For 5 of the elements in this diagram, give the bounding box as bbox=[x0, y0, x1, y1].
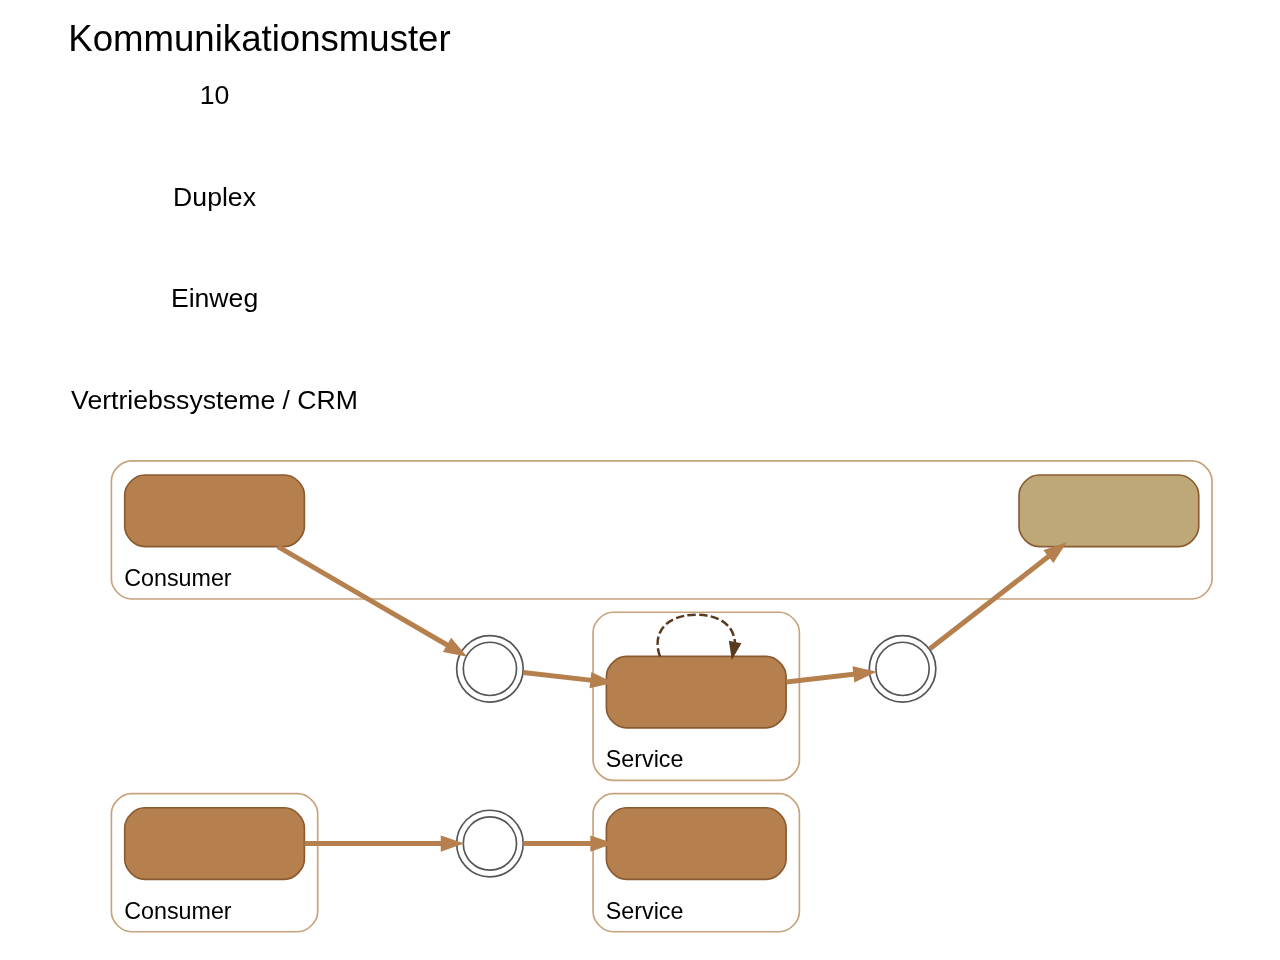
diagram-title: Kommunikationsmuster bbox=[67, 17, 451, 59]
label: 10 bbox=[199, 80, 229, 111]
label: Einweg bbox=[170, 283, 258, 314]
label: Vertriebssysteme / CRM bbox=[70, 384, 358, 415]
label: Duplex bbox=[172, 181, 256, 212]
